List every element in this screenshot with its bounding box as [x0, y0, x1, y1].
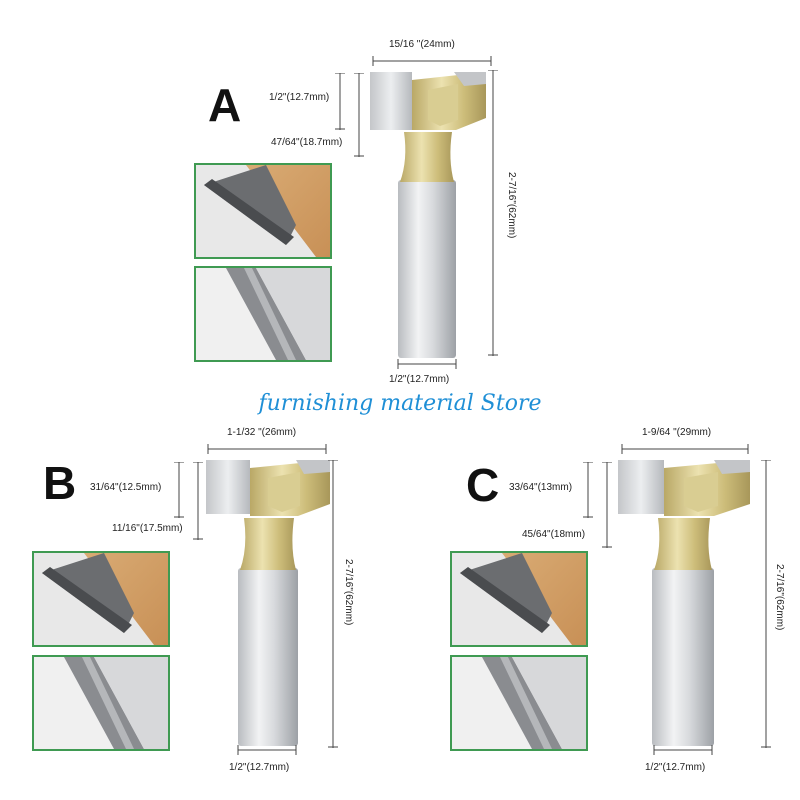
- neck-height-label: 47/64"(18.7mm): [271, 137, 343, 148]
- neck-height-label: 45/64"(18mm): [522, 529, 586, 540]
- cut-height-label: 33/64"(13mm): [509, 482, 573, 493]
- width-dimension-line: [207, 444, 327, 454]
- width-label: 1-9/64 "(29mm): [642, 427, 712, 438]
- shank-label: 1/2"(12.7mm): [389, 374, 450, 385]
- cut-height-label: 1/2"(12.7mm): [269, 92, 330, 103]
- router-bit: [618, 460, 750, 746]
- cut-height-dimension-line: [335, 73, 345, 130]
- width-label: 1-1/32 "(26mm): [227, 427, 297, 438]
- groove-photo-top: [32, 551, 170, 647]
- width-dimension-line: [372, 56, 492, 66]
- groove-photo-bottom: [32, 655, 170, 751]
- cut-height-label: 31/64"(12.5mm): [90, 482, 162, 493]
- neck-height-dimension-line: [354, 73, 364, 157]
- total-length-dimension-line: [328, 460, 338, 748]
- store-watermark: furnishing material Store: [258, 391, 542, 416]
- groove-photo-top: [194, 163, 332, 259]
- shank-label: 1/2"(12.7mm): [645, 762, 706, 773]
- total-length-label: 2-7/16"(62mm): [343, 559, 354, 626]
- width-label: 15/16 "(24mm): [389, 39, 455, 50]
- cut-height-dimension-line: [174, 462, 184, 518]
- total-length-label: 2-7/16"(62mm): [506, 172, 517, 239]
- router-bit: [370, 72, 486, 358]
- shank-dimension-line: [237, 745, 297, 755]
- neck-height-dimension-line: [602, 462, 612, 548]
- total-length-label: 2-7/16"(62mm): [774, 564, 785, 631]
- bit-letter: B: [43, 457, 77, 509]
- shank-label: 1/2"(12.7mm): [229, 762, 290, 773]
- shank-dimension-line: [653, 745, 713, 755]
- width-dimension-line: [621, 444, 749, 454]
- groove-photo-bottom: [450, 655, 588, 751]
- shank-dimension-line: [397, 359, 457, 369]
- total-length-dimension-line: [488, 70, 498, 356]
- bit-letter: A: [208, 79, 242, 131]
- bit-letter: C: [466, 459, 500, 511]
- total-length-dimension-line: [761, 460, 771, 748]
- neck-height-dimension-line: [193, 462, 203, 540]
- neck-height-label: 11/16"(17.5mm): [112, 523, 183, 534]
- router-bit: [206, 460, 330, 746]
- cut-height-dimension-line: [583, 462, 593, 518]
- groove-photo-top: [450, 551, 588, 647]
- groove-photo-bottom: [194, 266, 332, 362]
